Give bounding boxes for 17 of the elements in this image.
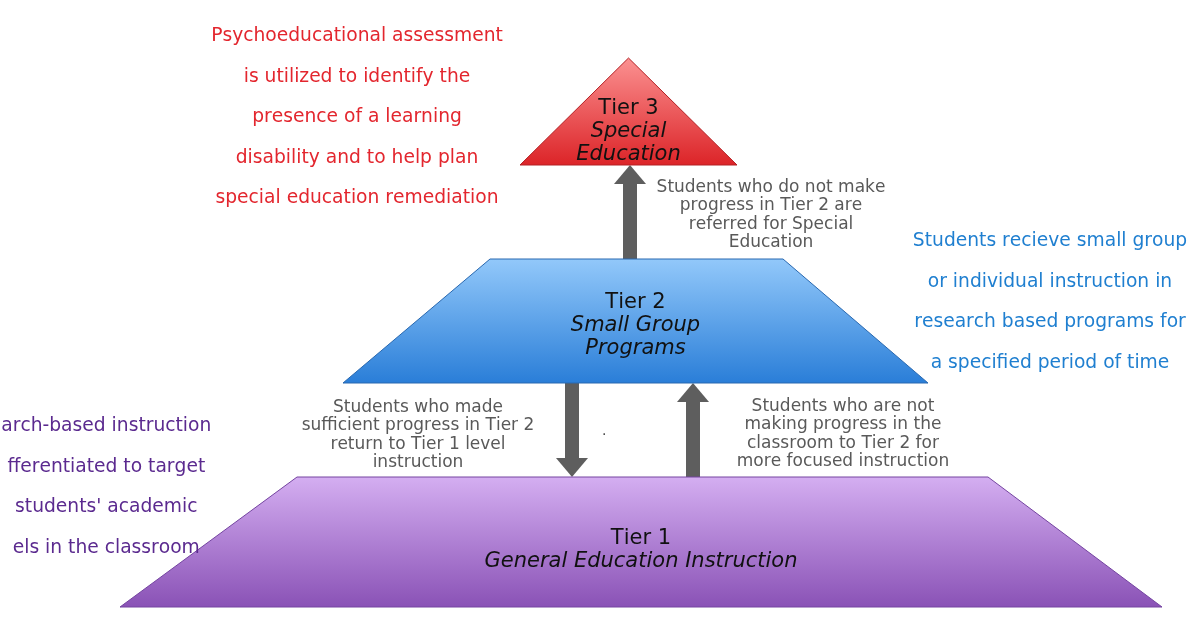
tier-title: Tier 1 bbox=[610, 525, 672, 549]
tier-subtitle: General Education Instruction bbox=[484, 548, 798, 572]
period-text: . bbox=[602, 422, 607, 438]
block-arrow bbox=[614, 165, 646, 259]
tier-subtitle: Special Education bbox=[575, 118, 682, 165]
tier-title: Tier 2 bbox=[605, 289, 666, 313]
tier-description: Students recieve small group or individual instruction in research based programs for a specified period of time bbox=[911, 228, 1189, 374]
edge-label: Students who made sufficient progress in Tier 2 return to Tier 1 level instruction bbox=[300, 397, 536, 471]
block-arrow bbox=[677, 383, 709, 477]
tier-title: Tier 3 bbox=[598, 95, 659, 119]
edge-label: Students who do not make progress in Tier 2 are referred for Special Education bbox=[655, 177, 887, 251]
tier-description: Psychoeducational assessment is utilized to identify the presence of a learning disability and to help plan special education remediation bbox=[210, 23, 504, 210]
block-arrow bbox=[556, 383, 588, 477]
tier-subtitle: Small Group Programs bbox=[569, 312, 702, 359]
edge-label: Students who are not making progress in the classroom to Tier 2 for more focused instruction bbox=[735, 396, 951, 470]
tier-description: arch-based instruction fferentiated to target students' academic els in the classroom bbox=[0, 413, 213, 559]
pyramid-apex-triangle bbox=[520, 58, 737, 165]
